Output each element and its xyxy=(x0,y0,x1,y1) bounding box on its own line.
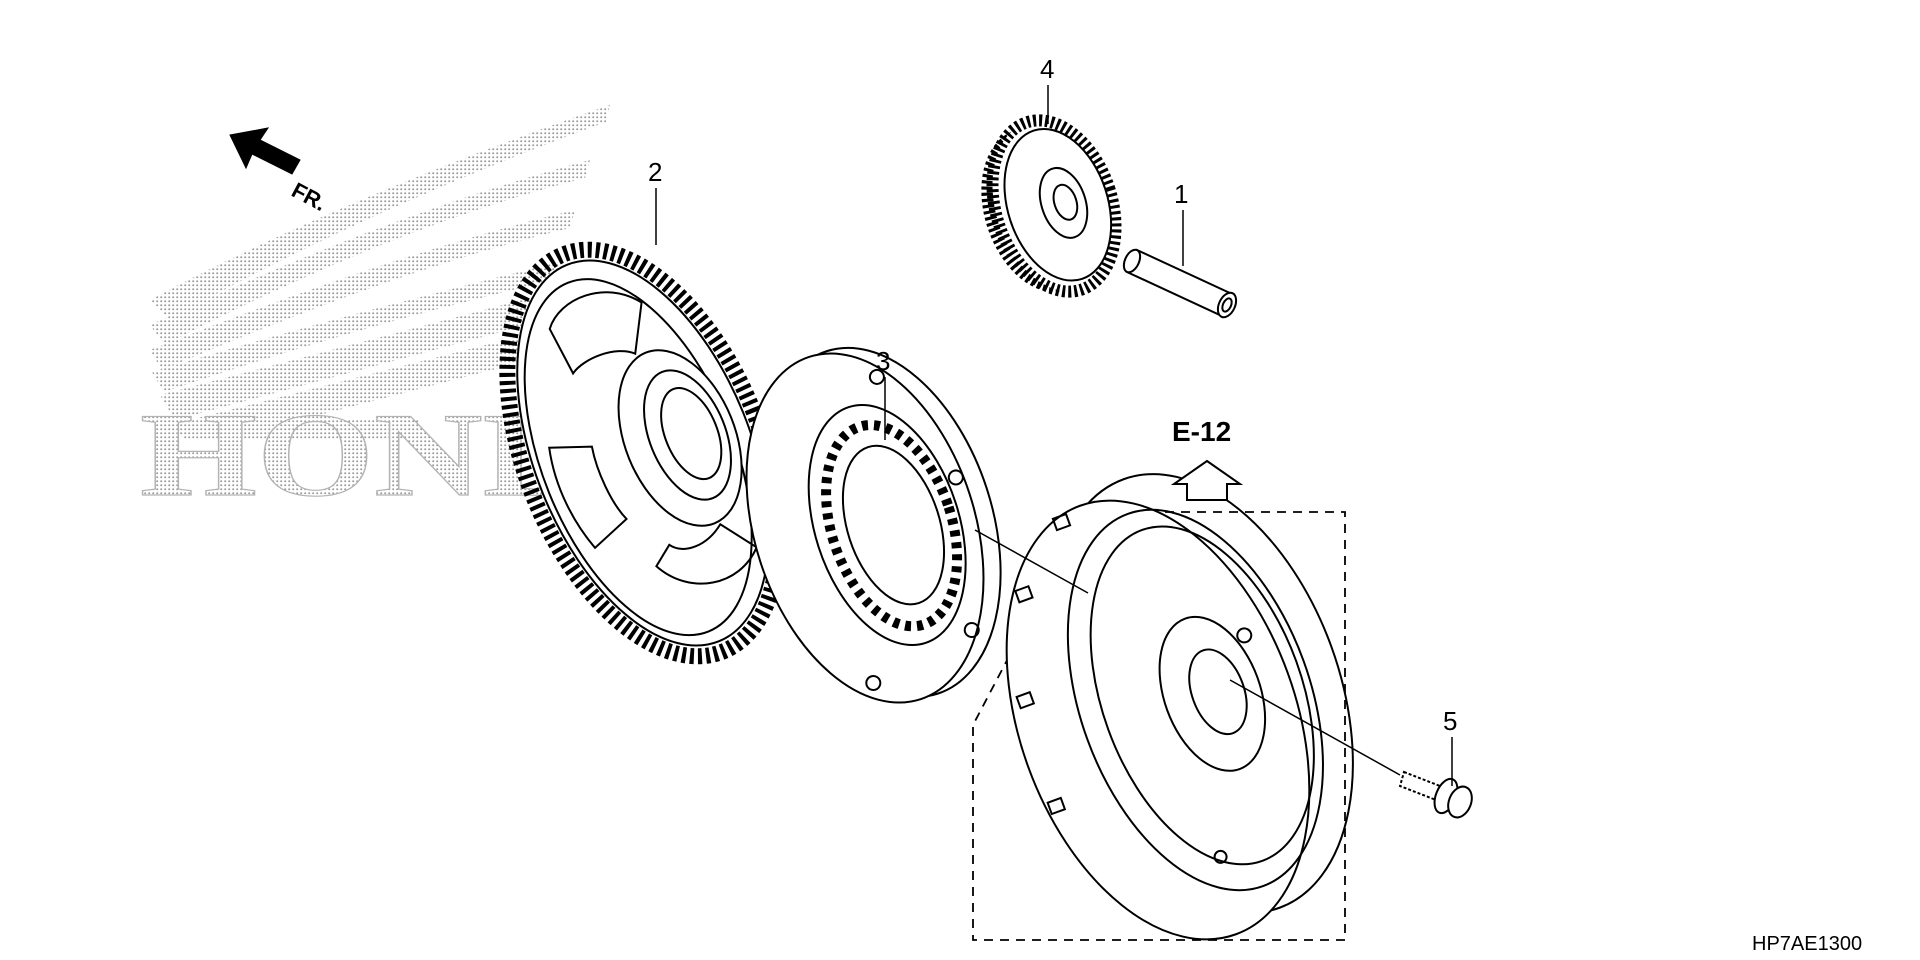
rotor-magnet-slot xyxy=(1046,796,1067,816)
clutch-3-body-front xyxy=(745,352,985,704)
diagram-code: HP7AE1300 xyxy=(1752,933,1862,955)
rotor-boss-outer xyxy=(1158,615,1267,772)
rotor-magnet-slot xyxy=(1014,584,1034,604)
part-4-reduction-gear xyxy=(981,114,1122,298)
callout-4: 4 xyxy=(1040,54,1054,124)
rotor-inner-rim xyxy=(1066,508,1324,892)
front-direction-arrow-icon xyxy=(229,127,301,175)
reference-boundary-dashed xyxy=(972,511,1346,941)
part-1-shaft xyxy=(1122,248,1238,319)
gear-2-hub-inner xyxy=(643,369,732,501)
gear-2-hub-outer xyxy=(617,349,743,527)
callout-5: 5 xyxy=(1443,706,1457,786)
callout-4-number: 4 xyxy=(1040,54,1054,84)
rotor-boss-inner xyxy=(1188,648,1248,736)
clutch-3-bolt-hole xyxy=(947,469,964,486)
gear-2-hub-bore xyxy=(660,386,723,481)
section-reference-label[interactable]: E-12 xyxy=(1172,416,1231,447)
clutch-3-inner-ring xyxy=(807,403,967,647)
assembly-lines xyxy=(974,529,1401,776)
bolt-5-thread xyxy=(1398,770,1442,802)
part-5-flange-bolt xyxy=(1398,770,1473,819)
clutch-3-bolt-hole xyxy=(963,622,980,639)
shaft-1-end-left xyxy=(1122,248,1142,274)
shaft-1-end-bore xyxy=(1221,297,1233,313)
shaft-1-body xyxy=(1125,248,1234,318)
rotor-inner-face xyxy=(1089,525,1315,866)
section-reference[interactable]: E-12 xyxy=(1170,416,1244,501)
rotor-magnet-slot xyxy=(1051,512,1072,532)
clutch-3-sprag-ring xyxy=(821,420,963,632)
part-3-one-way-clutch xyxy=(745,346,1002,704)
clutch-3-bore xyxy=(841,444,946,606)
bolt-5-head xyxy=(1447,785,1473,819)
assembly-line-clutch-to-rotor xyxy=(974,529,1089,594)
gear-2-teeth-outline xyxy=(499,241,787,665)
front-direction-label: FR. xyxy=(288,177,331,216)
front-direction-indicator: FR. xyxy=(229,127,331,216)
part-2-starter-driven-gear xyxy=(499,241,787,665)
callout-3-number: 3 xyxy=(876,346,890,376)
hollow-up-arrow-icon xyxy=(1170,459,1244,501)
rotor-outer-front xyxy=(1005,499,1311,941)
assembly-line-rotor-to-bolt xyxy=(1229,679,1401,776)
gear-4-hub xyxy=(1038,167,1089,239)
callout-3: 3 xyxy=(876,346,890,440)
callout-1-number: 1 xyxy=(1174,179,1188,209)
gear-2-window-left xyxy=(548,445,628,550)
rotor-magnet-slot xyxy=(1015,690,1036,710)
gear-2-window-top xyxy=(548,291,643,376)
rotor-bolt-hole xyxy=(1213,849,1228,864)
callout-2: 2 xyxy=(648,157,662,245)
wing-logo-icon xyxy=(150,105,610,440)
rotor-bolt-hole xyxy=(1236,627,1253,644)
callouts: 1 2 3 4 5 xyxy=(648,54,1457,786)
callout-1: 1 xyxy=(1174,179,1188,266)
flywheel-rotor-group xyxy=(972,473,1354,941)
clutch-3-bolt-hole xyxy=(865,675,882,692)
clutch-3-bolt-hole xyxy=(868,368,885,385)
callout-2-number: 2 xyxy=(648,157,662,187)
callout-5-number: 5 xyxy=(1443,706,1457,736)
gear-4-bore xyxy=(1052,183,1079,221)
